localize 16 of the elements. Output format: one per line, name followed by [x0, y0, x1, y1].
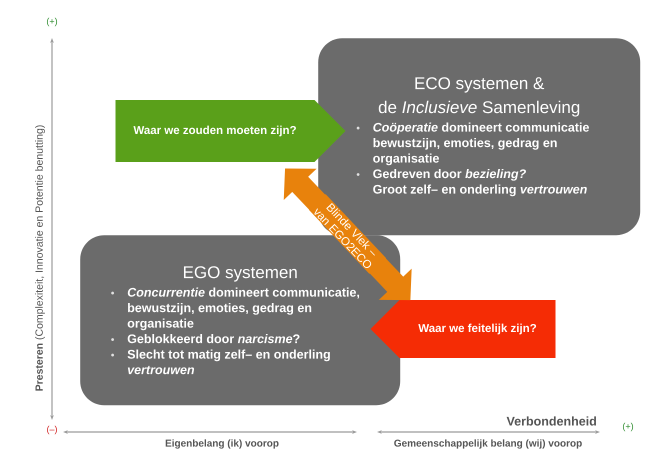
sign-label: (–): [47, 426, 57, 434]
arrow-banner: Waar we zouden moeten zijn?: [116, 100, 346, 162]
sign-label: (+): [46, 18, 58, 26]
axis-label: Gemeenschappelijk belang (wij) voorop: [394, 439, 582, 449]
axis-label: Eigenbelang (ik) voorop: [166, 439, 279, 449]
box-heading: EGO systemen: [184, 266, 297, 282]
bullet-item: Geblokkeerd door narcisme?: [128, 334, 300, 344]
sign-label: (+): [622, 422, 634, 432]
arrow-banner: Waar we feitelijk zijn?: [370, 300, 556, 358]
box-heading: de Inclusieve Samenleving: [378, 100, 580, 117]
axis-label: Verbondenheid: [506, 416, 596, 426]
bullet-item: Groot zelf– en onderling vertrouwen: [373, 184, 587, 196]
box-heading: ECO systemen &: [415, 77, 544, 93]
bullet-item: Gedreven door bezieling?: [373, 169, 526, 181]
axis-label: Presteren (Complexiteit, Innovatie en Potentie benutting): [35, 125, 45, 391]
bullet-item: Slecht tot matig zelf– en onderling vertrouwen: [128, 350, 330, 374]
